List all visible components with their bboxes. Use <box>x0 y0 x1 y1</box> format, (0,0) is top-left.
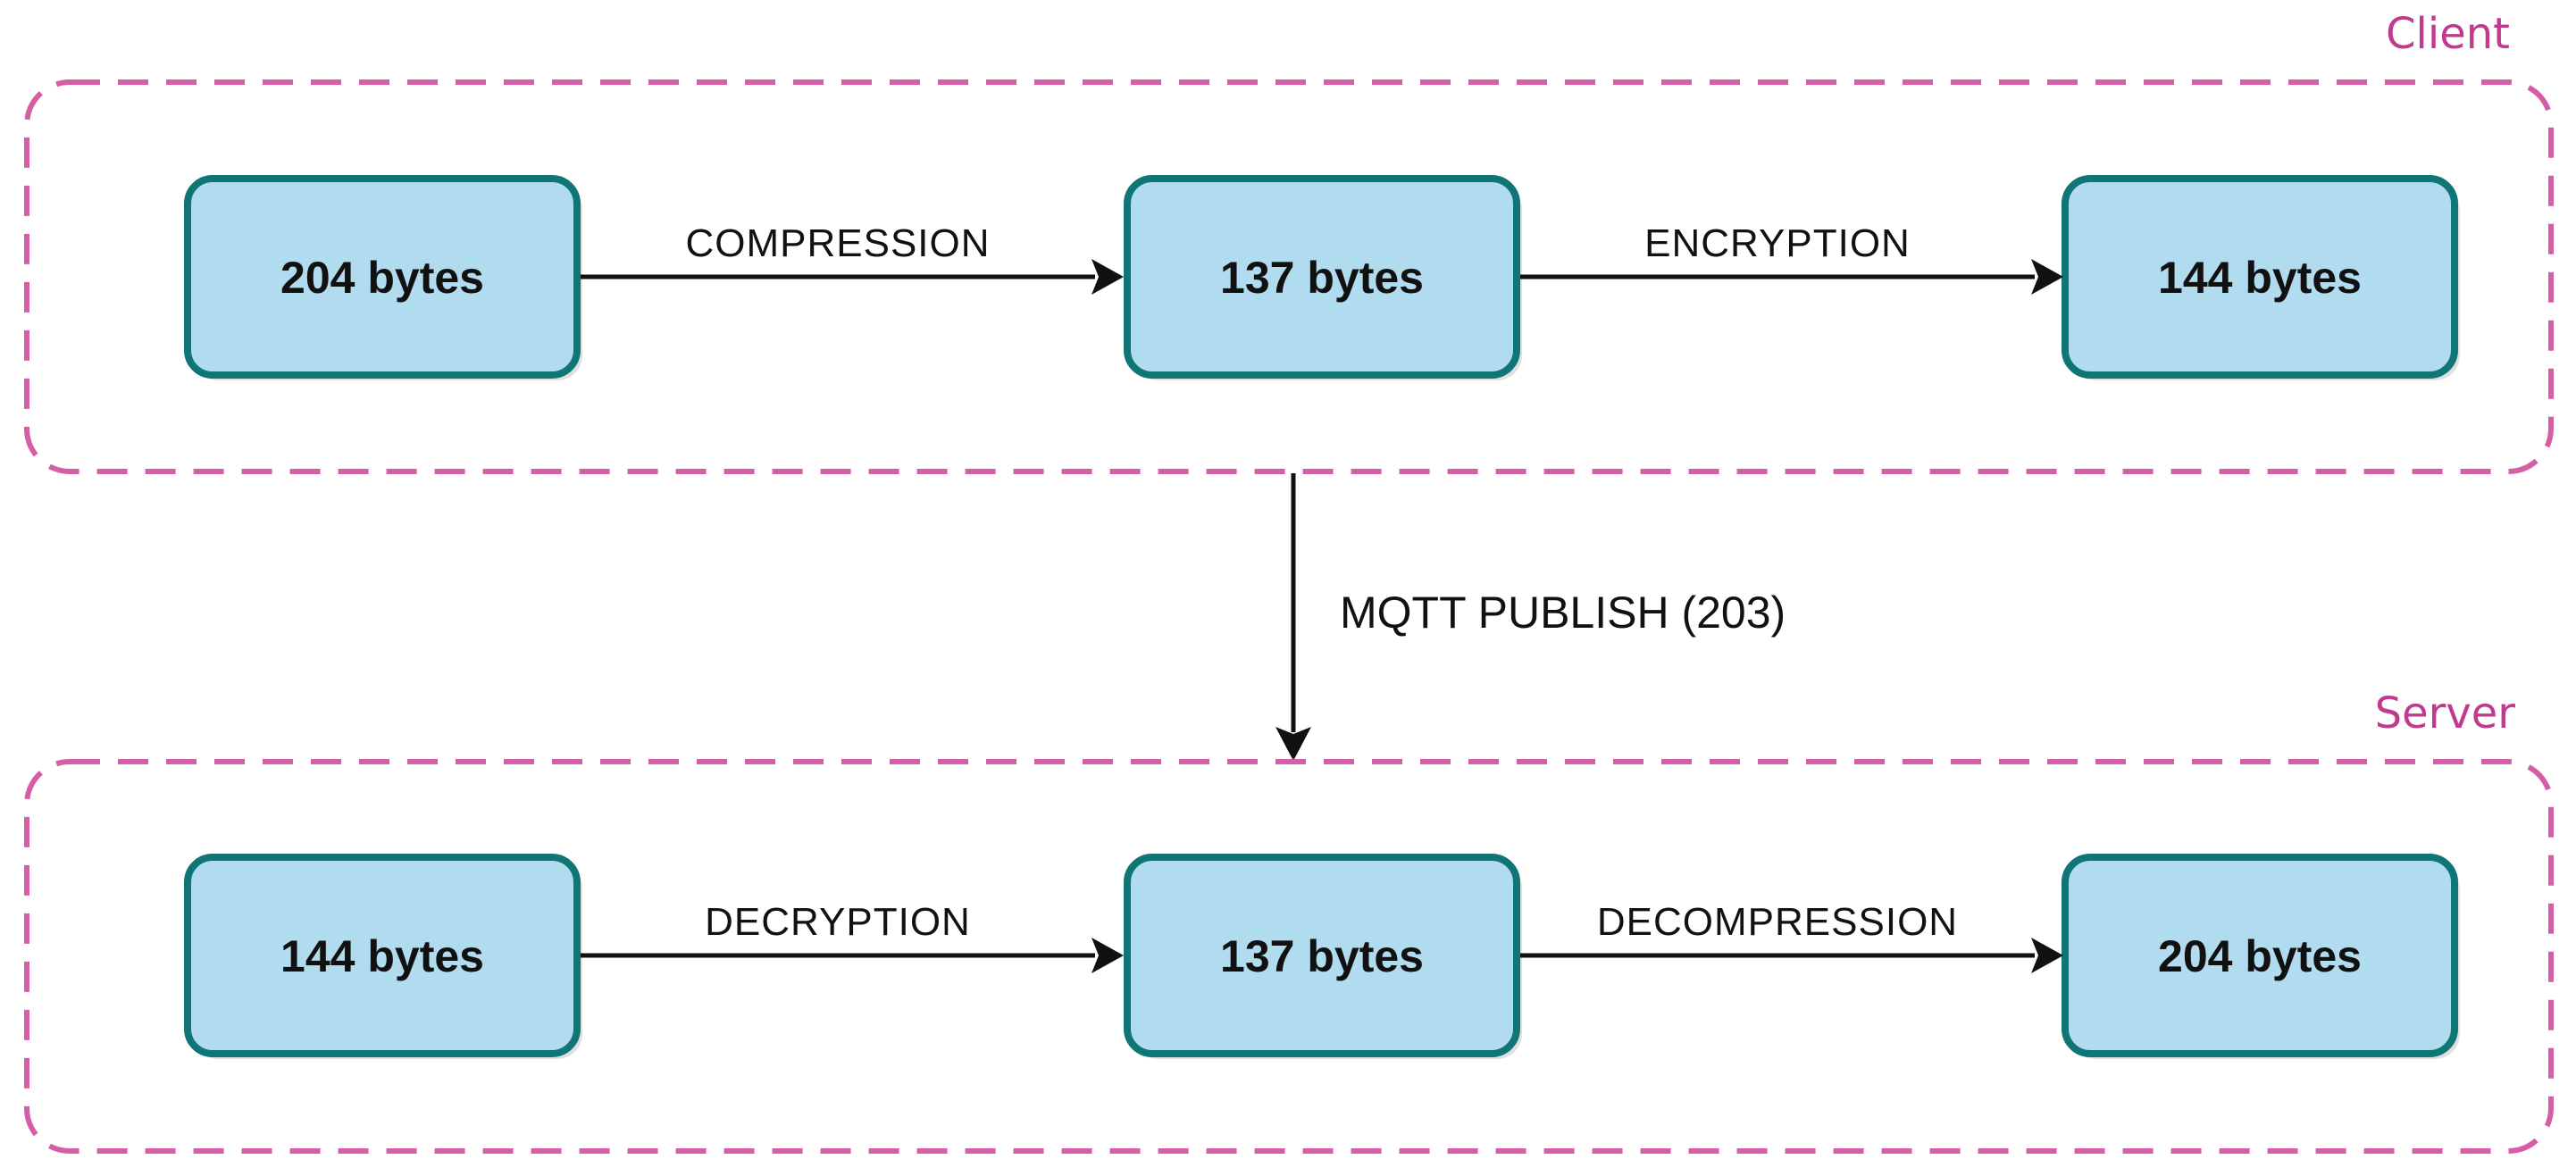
client-node-1: 204 bytes <box>184 175 582 380</box>
encryption-label: ENCRYPTION <box>1644 221 1911 265</box>
client-group-label: Client <box>2386 9 2510 59</box>
client-node-1-box <box>184 175 581 379</box>
server-edge-decryption: DECRYPTION <box>581 900 1124 973</box>
server-node-2-box <box>1124 854 1520 1057</box>
client-node-3-box <box>2062 175 2458 379</box>
server-group-label: Server <box>2375 688 2516 738</box>
server-group-frame <box>24 759 2554 1154</box>
compression-label: COMPRESSION <box>685 221 990 265</box>
server-node-1-box <box>184 854 581 1057</box>
server-node-1-label: 144 bytes <box>280 931 484 981</box>
server-node-3: 204 bytes <box>2062 854 2460 1059</box>
decryption-arrowhead-icon <box>1091 938 1124 973</box>
decompression-arrowhead-icon <box>2031 938 2063 973</box>
server-group: Server 144 bytes 137 bytes 204 bytes DEC… <box>24 688 2554 1154</box>
encryption-arrowhead-icon <box>2031 259 2063 295</box>
client-edge-compression: COMPRESSION <box>581 221 1124 295</box>
client-node-3-label: 144 bytes <box>2158 253 2362 303</box>
server-node-1: 144 bytes <box>184 854 582 1059</box>
client-node-2-box <box>1124 175 1520 379</box>
server-node-2: 137 bytes <box>1124 854 1522 1059</box>
server-node-3-box <box>2062 854 2458 1057</box>
server-edge-decompression: DECOMPRESSION <box>1520 900 2063 973</box>
mqtt-publish-label: MQTT PUBLISH (203) <box>1340 588 1786 638</box>
server-node-2-label: 137 bytes <box>1220 931 1424 981</box>
server-node-3-label: 204 bytes <box>2158 931 2362 981</box>
compression-arrowhead-icon <box>1091 259 1124 295</box>
client-group-frame <box>24 79 2554 474</box>
client-node-1-label: 204 bytes <box>280 253 484 303</box>
client-group: Client 204 bytes 137 bytes 144 bytes COM… <box>24 9 2554 474</box>
mqtt-link: MQTT PUBLISH (203) <box>1275 473 1786 761</box>
client-node-2: 137 bytes <box>1124 175 1522 380</box>
decompression-label: DECOMPRESSION <box>1597 900 1958 944</box>
decryption-label: DECRYPTION <box>705 900 971 944</box>
client-edge-encryption: ENCRYPTION <box>1520 221 2063 295</box>
client-node-3: 144 bytes <box>2062 175 2460 380</box>
client-node-2-label: 137 bytes <box>1220 253 1424 303</box>
mqtt-arrowhead-icon <box>1275 727 1311 761</box>
